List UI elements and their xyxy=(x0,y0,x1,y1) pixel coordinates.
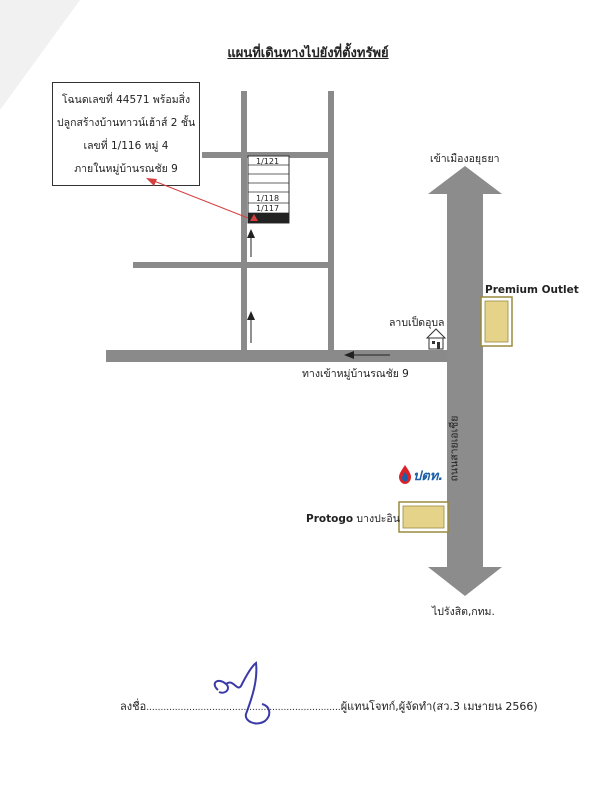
arrow-up-upper-head xyxy=(247,229,255,238)
road-vertical-right xyxy=(328,91,334,353)
arrow-up-lower-head xyxy=(247,311,255,320)
info-line-building: ปลูกสร้างบ้านทาวน์เฮ้าส์ 2 ชั้น xyxy=(57,117,196,129)
signature-stroke-loop xyxy=(213,679,229,694)
house-icon-window xyxy=(432,341,435,344)
house-icon-body xyxy=(428,337,444,350)
label-protogo: Protogo บางปะอิน xyxy=(306,510,400,527)
info-line-deed: โฉนดเลขที่ 44571 พร้อมสิ่ง xyxy=(61,94,191,106)
label-to-rangsit: ไปรังสิต,กทม. xyxy=(432,606,495,618)
village-roads xyxy=(106,91,454,362)
direction-arrows xyxy=(247,229,390,359)
signature-dots: ........................................… xyxy=(146,703,341,713)
label-premium-outlet: Premium Outlet xyxy=(485,284,579,296)
signature-line: ลงชื่อ..................................… xyxy=(120,697,538,715)
townhouse-block xyxy=(247,155,290,224)
highway-arrow-south xyxy=(428,567,502,596)
unit-label-1-117: 1/117 xyxy=(256,204,280,213)
label-to-ayutthaya: เข้าเมืองอยุธยา xyxy=(430,153,500,165)
road-vertical-left xyxy=(241,91,247,353)
info-line-village: ภายในหมู่บ้านรณชัย 9 xyxy=(74,163,178,175)
protogo-inner xyxy=(402,505,445,529)
house-icon-door xyxy=(437,342,440,349)
signature-scribble xyxy=(213,661,271,725)
road-horizontal-top xyxy=(202,152,331,158)
red-pointer-arrow xyxy=(146,178,249,219)
property-info-box: โฉนดเลขที่ 44571 พร้อมสิ่ง ปลูกสร้างบ้าน… xyxy=(52,82,200,186)
pointer-head xyxy=(146,178,157,186)
target-unit-highlight xyxy=(248,213,289,223)
info-line-house-number: เลขที่ 1/116 หมู่ 4 xyxy=(83,140,169,152)
protogo-building xyxy=(398,501,449,533)
road-horizontal-middle xyxy=(133,262,331,268)
unit-label-1-121: 1/121 xyxy=(256,157,280,166)
label-asia-highway: ถนนสายเอเชีย xyxy=(448,415,461,482)
pointer-line xyxy=(153,180,249,219)
arrow-left-head xyxy=(344,351,354,359)
label-protogo-brand: Protogo xyxy=(306,513,354,525)
highway-arrow-north xyxy=(428,166,502,194)
signature-stroke-main xyxy=(225,661,271,725)
signature-prefix: ลงชื่อ xyxy=(120,700,147,713)
townhouse-block-outline xyxy=(247,155,290,224)
premium-outlet-inner xyxy=(484,300,509,343)
signature-suffix: ผู้แทนโจทก์,ผู้จัดทำ(สว.3 เมษายน 2566) xyxy=(340,700,538,713)
label-lab-ped-ubon: ลาบเป็ดอุบล xyxy=(389,317,445,329)
road-main-soi xyxy=(106,350,454,362)
target-unit-marker xyxy=(250,214,258,221)
label-ptt-logo: ปตท. xyxy=(413,469,444,484)
unit-label-1-118: 1/118 xyxy=(256,194,280,203)
map-title: แผนที่เดินทางไปยังที่ตั้งทรัพย์ xyxy=(227,46,389,61)
premium-outlet-building xyxy=(480,296,513,347)
highway xyxy=(428,166,502,596)
ptt-drop-inner xyxy=(402,472,408,482)
ptt-drop-icon xyxy=(399,465,411,484)
house-icon xyxy=(425,328,447,350)
highway-shaft xyxy=(447,193,483,568)
label-village-entrance: ทางเข้าหมู่บ้านรณชัย 9 xyxy=(302,368,409,380)
label-protogo-place: บางปะอิน xyxy=(356,513,400,525)
